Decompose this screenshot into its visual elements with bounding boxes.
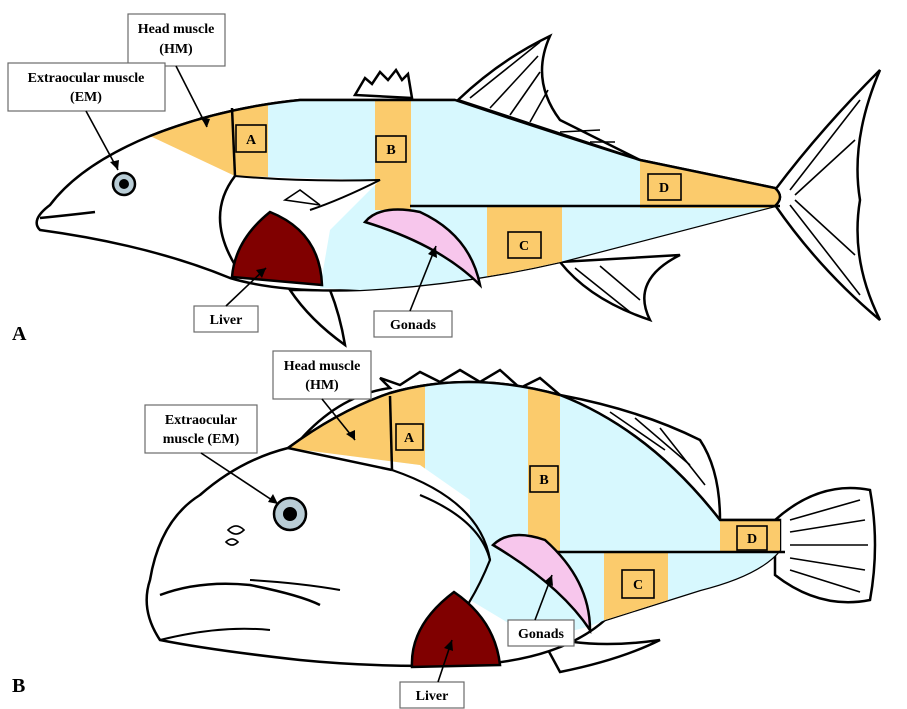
fish-a-segment-a-label: A <box>246 133 257 148</box>
fish-b-segment-b-label: B <box>539 473 548 488</box>
fish-a: A B C D Head muscle (HM) Extraocular mus… <box>8 14 880 345</box>
fish-a-head-muscle-abbr: (HM) <box>159 42 193 57</box>
fish-a-liver-label: Liver <box>210 313 243 328</box>
fish-b-extraocular-label: Extraocular <box>165 413 237 428</box>
panel-b-label: B <box>12 675 25 697</box>
fish-a-gonads-label: Gonads <box>390 318 436 333</box>
fish-a-head-muscle-label: Head muscle <box>138 22 215 37</box>
fish-a-segment-b-label: B <box>386 143 395 158</box>
fish-b-head-muscle-abbr: (HM) <box>305 378 339 393</box>
fish-b-segment-d-label: D <box>747 532 757 547</box>
fish-b-segment-c-label: C <box>633 578 643 593</box>
fish-b-gonads-label: Gonads <box>518 627 564 642</box>
fish-a-first-dorsal-fin <box>355 70 412 98</box>
fish-b-segment-a-label: A <box>404 431 415 446</box>
fish-b: A B C D Head muscle (HM) Extraocular mus… <box>12 351 875 708</box>
panel-a-label: A <box>12 323 27 345</box>
fish-a-extraocular-abbr: (EM) <box>70 90 102 105</box>
fish-b-liver-label: Liver <box>416 689 449 704</box>
fish-a-extraocular-label: Extraocular muscle <box>28 71 145 86</box>
fish-a-tail-fin <box>775 70 880 320</box>
fish-b-extraocular-abbr: muscle (EM) <box>163 432 240 447</box>
fish-a-pelvic-fin <box>290 290 345 345</box>
fish-a-segment-c-label: C <box>519 239 529 254</box>
fish-a-segment-d-label: D <box>659 181 669 196</box>
fish-a-anal-fin <box>560 255 680 320</box>
fish-b-head-muscle-label: Head muscle <box>284 359 361 374</box>
